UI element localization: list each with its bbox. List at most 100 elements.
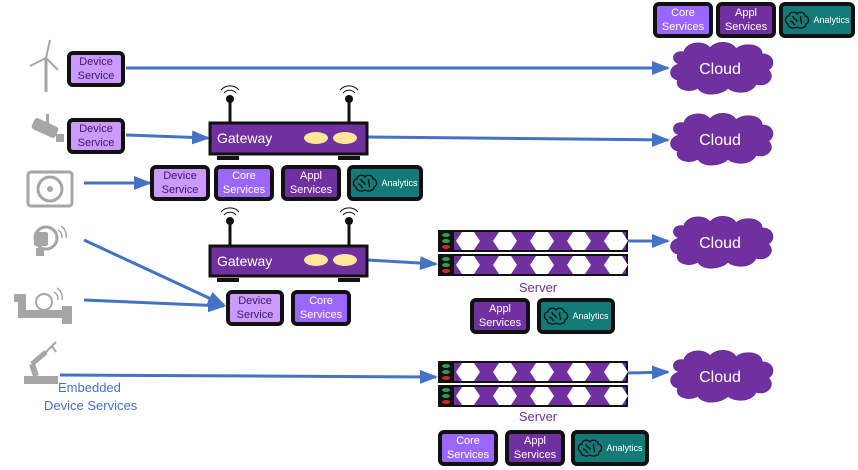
hex-bay xyxy=(493,363,517,381)
gateway-1: Gateway xyxy=(208,85,369,160)
arrow-gateway2-server xyxy=(367,256,438,271)
server-1-rack-1 xyxy=(438,230,628,252)
hex-bay xyxy=(530,363,554,381)
box-label-line1: Appl xyxy=(299,170,323,182)
analytics-box-gw1: Analytics xyxy=(347,165,423,201)
arrow-server2-cloud xyxy=(627,365,670,380)
status-led xyxy=(442,269,450,273)
status-led xyxy=(442,376,450,380)
box-label-line1: Device xyxy=(79,123,113,135)
servers xyxy=(438,230,628,407)
box-label-line2: Services xyxy=(661,21,705,33)
brain-icon xyxy=(785,11,810,29)
hex-bay xyxy=(530,232,554,250)
box-label-line1: Appl xyxy=(523,435,547,447)
cloud-label: Cloud xyxy=(699,61,741,78)
analytics-label: Analytics xyxy=(381,178,418,188)
box-label-line2: Services xyxy=(446,449,490,461)
fan-unit-icon xyxy=(26,170,74,208)
arrow-embedded-server xyxy=(59,369,438,384)
status-led xyxy=(442,394,450,398)
pipe-meter-icon xyxy=(14,287,72,324)
gateway-2: Gateway xyxy=(208,207,369,282)
analytics-label: Analytics xyxy=(572,311,609,321)
box-label-line1: Core xyxy=(232,170,256,182)
arrow-bulb-device xyxy=(83,238,226,307)
box-label-line1: Device xyxy=(163,170,197,182)
status-led xyxy=(442,233,450,237)
status-led xyxy=(442,370,450,374)
box-label-line1: Device xyxy=(238,295,272,307)
gateway-label: Gateway xyxy=(217,130,272,146)
cloud-2: Cloud xyxy=(670,112,774,166)
status-led xyxy=(442,364,450,368)
hex-bay xyxy=(567,387,591,405)
status-led xyxy=(442,388,450,392)
hex-bay xyxy=(456,256,480,274)
box-label-line2: Service xyxy=(77,137,115,149)
arrow-pipe-device xyxy=(83,298,226,313)
status-led xyxy=(442,245,450,249)
hex-bay xyxy=(567,232,591,250)
box-label-line1: Core xyxy=(309,295,333,307)
box-label-line2: Service xyxy=(77,70,115,82)
box-label-line2: Service xyxy=(161,184,199,196)
brain-icon xyxy=(353,174,378,192)
cloud-label: Cloud xyxy=(699,235,741,252)
smart-bulb-icon xyxy=(33,225,67,256)
hex-bay xyxy=(456,387,480,405)
box-label-line1: Device xyxy=(79,56,113,68)
hex-bay xyxy=(456,363,480,381)
brain-icon xyxy=(578,439,603,457)
cloud-3: Cloud xyxy=(670,215,774,269)
box-label-line1: Core xyxy=(671,7,695,19)
box-label-line2: Service xyxy=(236,309,274,321)
hex-bay xyxy=(604,387,628,405)
wind-turbine-icon xyxy=(29,39,59,92)
server-1-rack-2 xyxy=(438,254,628,276)
hex-bay xyxy=(567,256,591,274)
analytics-box-server1: Analytics xyxy=(537,298,615,334)
analytics-box-top: Analytics xyxy=(779,2,855,38)
hex-bay xyxy=(530,256,554,274)
box-label-line2: Services xyxy=(222,184,266,196)
embedded-label-line2: Device Services xyxy=(44,398,138,413)
arrow-row2-gateway xyxy=(125,130,210,145)
box-label-line1: Core xyxy=(456,435,480,447)
box-label-line2: Services xyxy=(478,317,522,329)
gateway-label: Gateway xyxy=(217,253,272,269)
cloud-label: Cloud xyxy=(699,132,741,149)
brain-icon xyxy=(544,307,569,325)
status-led xyxy=(442,257,450,261)
server-label-1: Server xyxy=(519,280,558,295)
arrow-gateway1-cloud xyxy=(367,132,670,147)
box-label-line1: Appl xyxy=(734,7,758,19)
hex-bay xyxy=(456,232,480,250)
hex-bay xyxy=(604,232,628,250)
cloud-label: Cloud xyxy=(699,369,741,386)
cloud-1: Cloud xyxy=(670,41,774,95)
cloud-4: Cloud xyxy=(670,349,774,403)
box-label-line2: Services xyxy=(724,21,768,33)
hex-bay xyxy=(530,387,554,405)
analytics-label: Analytics xyxy=(606,443,643,453)
security-camera-icon xyxy=(31,114,64,142)
hex-bay xyxy=(493,232,517,250)
arrows xyxy=(59,61,670,384)
hex-bay xyxy=(604,363,628,381)
hex-bay xyxy=(567,363,591,381)
status-led xyxy=(442,239,450,243)
robot-arm-icon xyxy=(24,341,58,384)
